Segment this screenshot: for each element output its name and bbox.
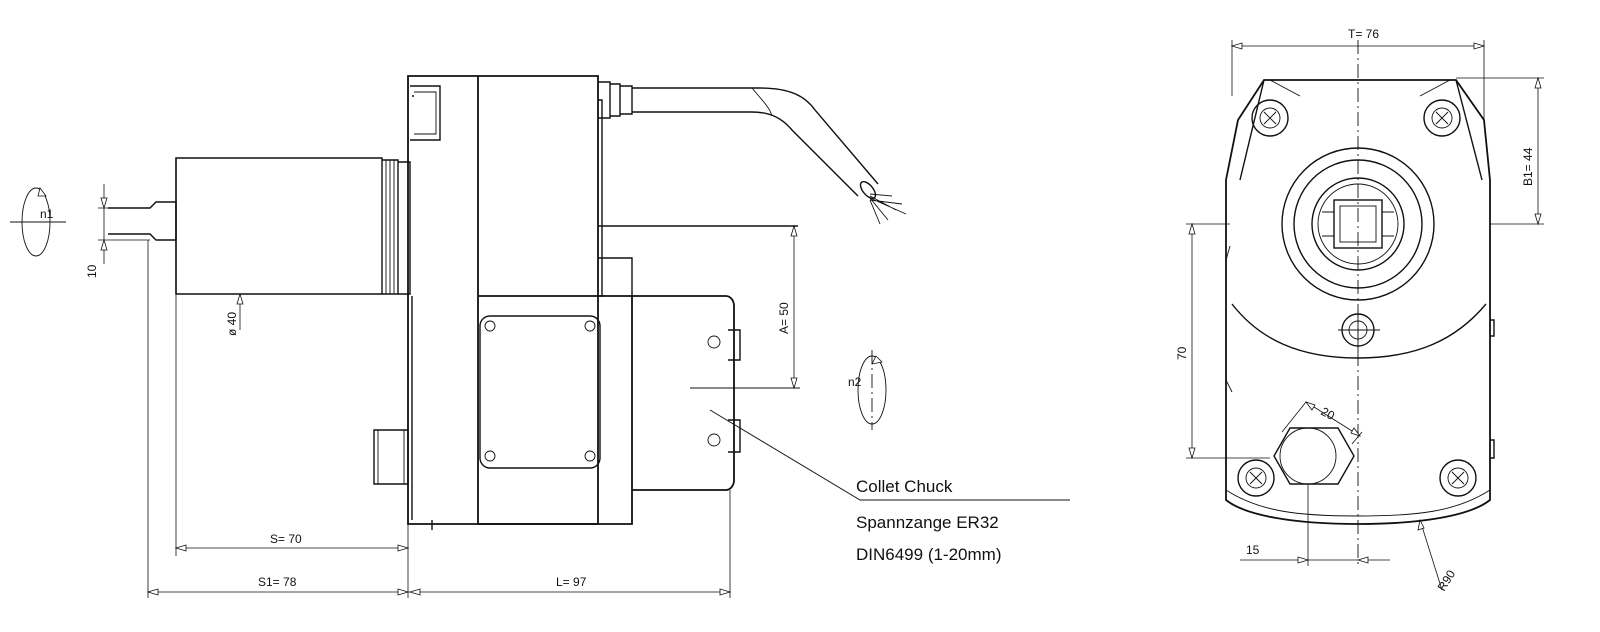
n2-label: n2 [848,375,862,389]
dim-l: L= 97 [408,490,732,598]
b1-label: B1= 44 [1521,147,1535,186]
callout-line-1: Collet Chuck [856,477,953,496]
dim-s: S= 70 [174,294,410,556]
d15-label: 15 [1246,543,1260,557]
d20-label: 20 [1319,404,1338,423]
r90-label: R90 [1435,567,1459,593]
h70-label: 70 [1175,346,1189,360]
dim-body-diameter: ø 40 [225,292,244,336]
s-label: S= 70 [270,532,302,546]
body-dia-label: ø 40 [225,312,239,336]
dim-b1: B1= 44 [1456,76,1544,226]
t-label: T= 76 [1348,27,1379,41]
dim-20: 20 [1281,401,1363,445]
a-label: A= 50 [777,302,791,334]
dim-r90: R90 [1417,518,1459,594]
rotation-symbol-n1: n1 [10,187,66,257]
side-view [108,75,1070,530]
collet-callout: Collet Chuck Spannzange ER32 DIN6499 (1-… [856,477,1002,564]
shaft-dia-label: 10 [85,264,99,278]
dim-15: 15 [1240,484,1390,566]
callout-line-2: Spannzange ER32 [856,513,999,532]
dim-t: T= 76 [1230,27,1486,120]
dim-s1: S1= 78 [146,240,410,598]
callout-line-3: DIN6499 (1-20mm) [856,545,1002,564]
dim-shaft-diameter: 10 [85,184,150,278]
n1-label: n1 [40,207,54,221]
dim-70: 70 [1175,222,1270,460]
s1-label: S1= 78 [258,575,297,589]
dim-a: A= 50 [777,224,798,390]
front-view [1225,40,1495,566]
rotation-symbol-n2: n2 [848,350,887,430]
l-label: L= 97 [556,575,587,589]
